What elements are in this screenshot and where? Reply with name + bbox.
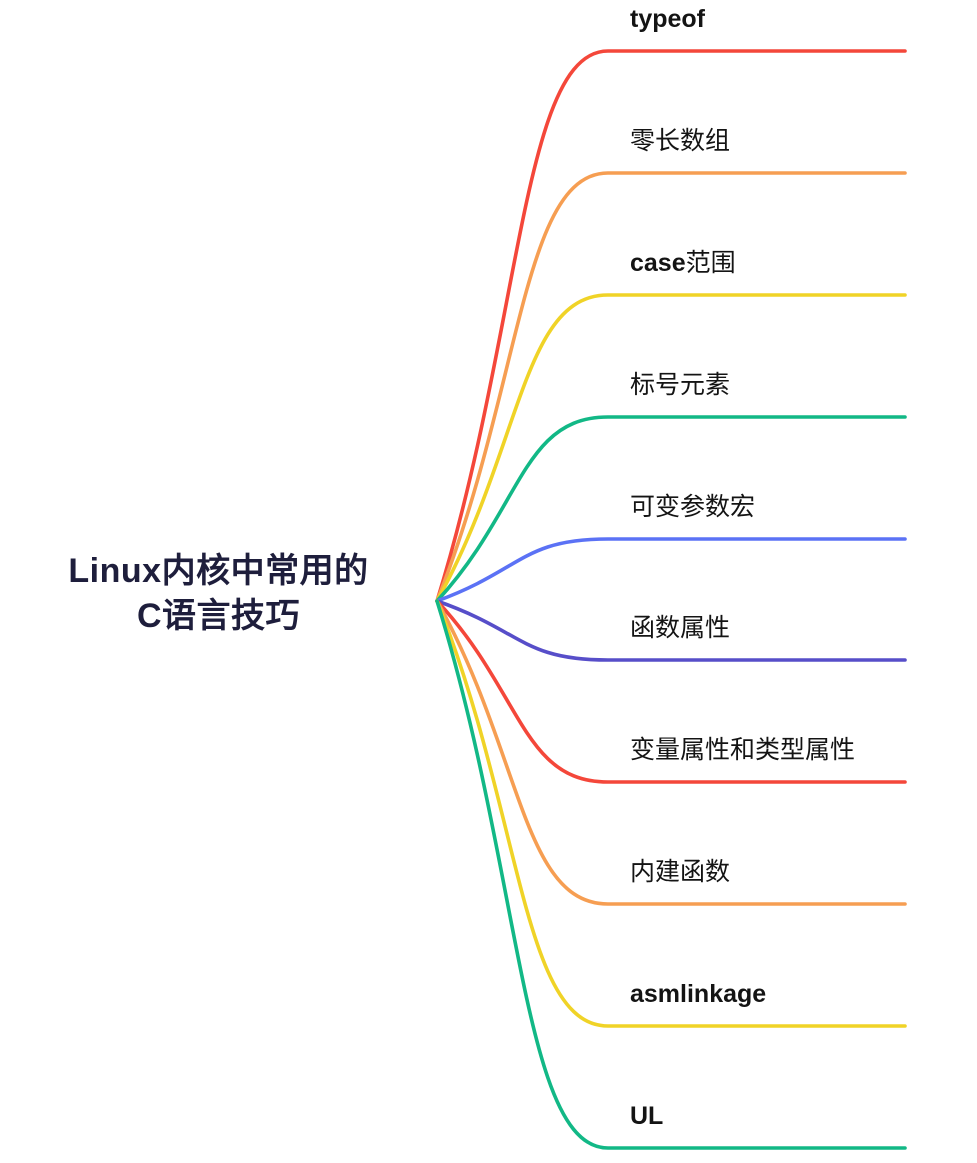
branch-label-text: 可变参数宏 bbox=[630, 493, 756, 521]
branch-label-text: case bbox=[630, 249, 686, 277]
branch-line-ul bbox=[435, 599, 907, 1150]
branch-line-function-attributes bbox=[435, 599, 907, 662]
branch-label-text: 标号元素 bbox=[630, 371, 731, 399]
branch-label-asmlinkage[interactable]: asmlinkage bbox=[630, 979, 766, 1010]
branch-label-builtin-functions[interactable]: 内建函数 bbox=[630, 857, 730, 888]
branch-line-variable-and-type-attributes bbox=[435, 599, 907, 784]
branch-label-text: 零长数组 bbox=[630, 127, 731, 155]
branch-label-text: asmlinkage bbox=[630, 980, 767, 1008]
branch-label-text: 变量属性和类型属性 bbox=[630, 736, 856, 764]
branch-label-text: typeof bbox=[630, 5, 705, 33]
branch-line-builtin-functions bbox=[435, 599, 907, 906]
branch-line-typeof bbox=[435, 49, 907, 603]
central-topic-line1: Linux内核中常用的 bbox=[68, 552, 369, 590]
central-topic[interactable]: Linux内核中常用的 C语言技巧 bbox=[0, 549, 437, 639]
branch-line-case-range bbox=[435, 293, 907, 603]
branch-label-typeof[interactable]: typeof bbox=[630, 4, 705, 35]
branch-label-variable-and-type-attributes[interactable]: 变量属性和类型属性 bbox=[630, 735, 855, 766]
branch-label-variadic-macro[interactable]: 可变参数宏 bbox=[630, 492, 755, 523]
branch-line-variadic-macro bbox=[435, 537, 907, 603]
branch-line-asmlinkage bbox=[435, 599, 907, 1028]
branch-label-text: UL bbox=[630, 1102, 664, 1130]
branch-line-labeled-elements bbox=[435, 415, 907, 603]
branch-label-case-range[interactable]: case范围 bbox=[630, 248, 736, 279]
branch-label-text: 函数属性 bbox=[630, 614, 731, 642]
branch-label-function-attributes[interactable]: 函数属性 bbox=[630, 613, 730, 644]
branch-label-zero-length-array[interactable]: 零长数组 bbox=[630, 126, 730, 157]
branch-label-text: 范围 bbox=[685, 249, 736, 277]
branch-label-text: 内建函数 bbox=[630, 858, 731, 886]
central-topic-line2: C语言技巧 bbox=[136, 597, 301, 635]
branch-line-zero-length-array bbox=[435, 171, 907, 603]
branch-label-labeled-elements[interactable]: 标号元素 bbox=[630, 370, 730, 401]
branch-label-ul[interactable]: UL bbox=[630, 1101, 663, 1132]
